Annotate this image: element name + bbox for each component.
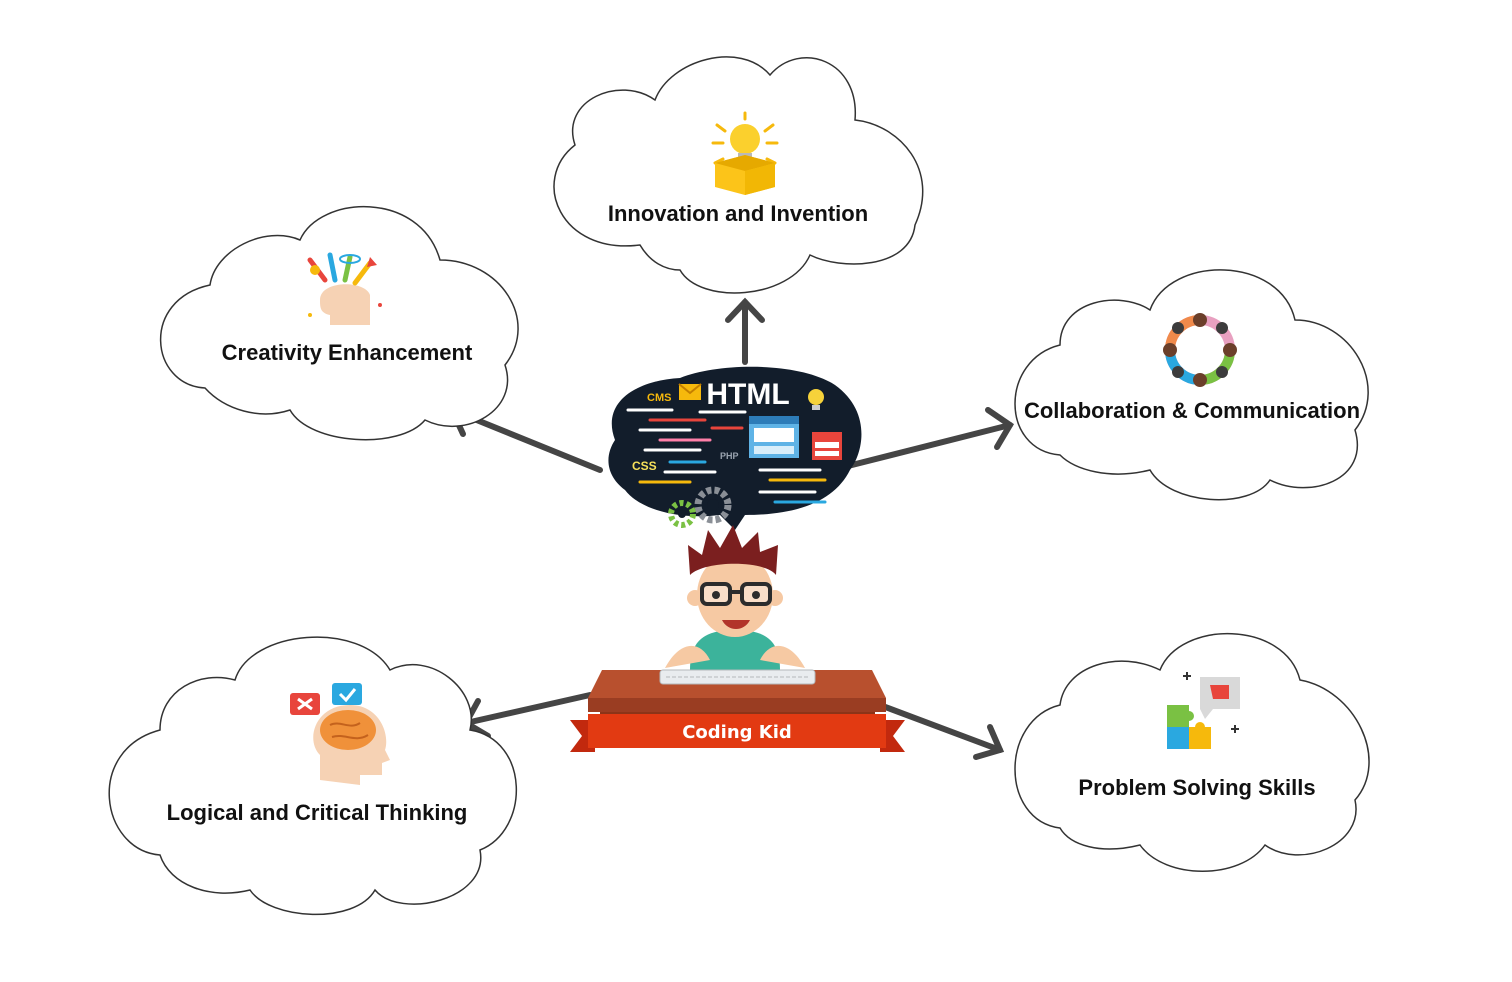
bubble-tag-php: PHP [720, 451, 739, 461]
arrow-to-collaboration [837, 407, 1015, 471]
team-circle-icon [1163, 313, 1237, 387]
cloud-label-innovation: Innovation and Invention [608, 201, 868, 226]
bubble-tag-cms: CMS [647, 392, 671, 404]
lightbulb-icon [808, 389, 824, 410]
lightbulb-box-icon [711, 111, 779, 195]
kid-head [687, 525, 783, 637]
arrows [447, 297, 1015, 760]
cloud-collaboration: Collaboration & Communication [1014, 269, 1369, 501]
arrow-to-logic [461, 692, 593, 739]
arrow-to-problem [877, 702, 1005, 760]
cloud-logic: Logical and Critical Thinking [108, 636, 518, 916]
arrow-to-innovation [725, 297, 765, 365]
keyboard-icon [659, 669, 816, 685]
bubble-shape [608, 366, 862, 530]
terminal-window-icon [749, 416, 799, 458]
cloud-label-creativity: Creativity Enhancement [222, 340, 473, 365]
bubble-title: HTML [706, 378, 789, 411]
bubble-tag-css: CSS [632, 459, 657, 473]
cloud-label-collaboration: Collaboration & Communication [1024, 398, 1360, 423]
cloud-creativity: Creativity Enhancement [159, 205, 519, 441]
browser-window-icon [812, 432, 842, 460]
gear-icon [668, 486, 732, 528]
code-lines [626, 408, 827, 504]
envelope-icon [678, 383, 702, 400]
cloud-problem: Problem Solving Skills [1014, 632, 1370, 872]
coding-kid-banner: Coding Kid [570, 714, 905, 752]
cloud-shape [108, 636, 518, 916]
cloud-label-logic: Logical and Critical Thinking [167, 800, 468, 825]
cloud-shape [1014, 632, 1370, 872]
cloud-shape [1014, 269, 1369, 501]
cloud-label-problem: Problem Solving Skills [1078, 775, 1315, 800]
creative-mind-icon [307, 252, 382, 325]
banner-label: Coding Kid [682, 722, 792, 743]
code-thought-bubble: HTML CMS CSS PHP [608, 366, 862, 530]
cloud-innovation: Innovation and Invention [553, 56, 924, 294]
brain-decision-icon [290, 683, 390, 785]
coding-kid-illustration: Coding Kid [570, 525, 905, 752]
puzzle-icon [1167, 672, 1240, 749]
kid-body [665, 630, 805, 670]
